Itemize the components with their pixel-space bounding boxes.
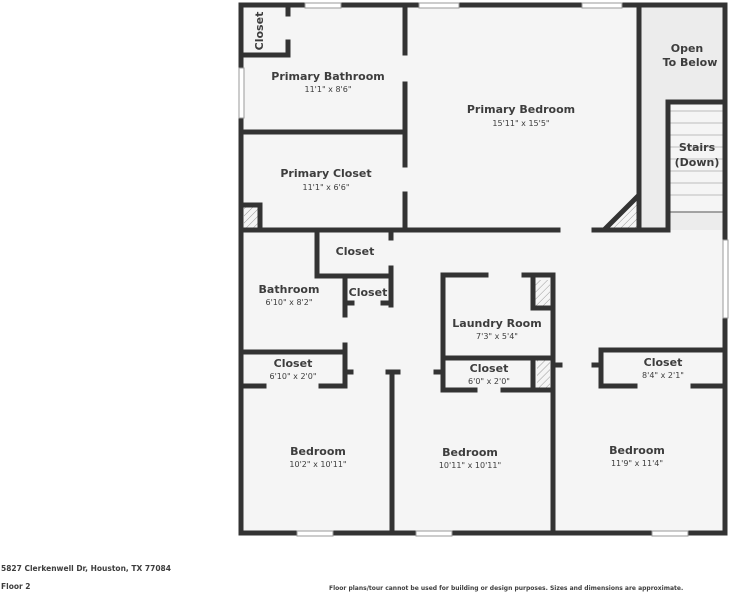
room-dimensions: 15'11" x 15'5" (492, 119, 549, 128)
room-label: Bedroom (442, 446, 498, 459)
windows (238, 2, 729, 537)
room-label: Stairs (679, 141, 716, 154)
room-label: Primary Closet (280, 167, 371, 180)
room-dimensions: 7'3" x 5'4" (476, 332, 518, 341)
room-label: Closet (336, 245, 375, 258)
room-label: Closet (274, 357, 313, 370)
room-label: Bedroom (609, 444, 665, 457)
room-label: Closet (644, 356, 683, 369)
room-label: Laundry Room (452, 317, 541, 330)
floor-label: Floor 2 (1, 582, 31, 591)
room-label: Open (671, 42, 704, 55)
room-label: Closet (349, 286, 388, 299)
room-dimensions: 10'11" x 10'11" (439, 461, 501, 470)
room-dimensions: 10'2" x 10'11" (289, 460, 346, 469)
room-dimensions: 11'1" x 8'6" (304, 85, 351, 94)
room-label: Primary Bathroom (271, 70, 384, 83)
chase-hatch (535, 280, 550, 308)
room-dimensions: 11'9" x 11'4" (611, 459, 663, 468)
room-label: Primary Bedroom (467, 103, 575, 116)
stairs (668, 104, 725, 213)
room-label: Bedroom (290, 445, 346, 458)
room-dimensions: 6'10" x 2'0" (269, 372, 316, 381)
room-label: Bathroom (259, 283, 320, 296)
room-label: To Below (663, 56, 718, 69)
disclaimer: Floor plans/tour cannot be used for buil… (329, 585, 684, 592)
room-dimensions: 11'1" x 6'6" (302, 183, 349, 192)
room-dimensions: 6'0" x 2'0" (468, 377, 510, 386)
chase-hatch (537, 360, 550, 388)
chase-hatch (244, 206, 258, 230)
room-dimensions: 8'4" x 2'1" (642, 371, 684, 380)
room-dimensions: 6'10" x 8'2" (265, 298, 312, 307)
property-address: 5827 Clerkenwell Dr, Houston, TX 77084 (1, 564, 171, 573)
room-label: Closet (253, 12, 266, 51)
room-label: Closet (470, 362, 509, 375)
room-label: (Down) (675, 156, 720, 169)
